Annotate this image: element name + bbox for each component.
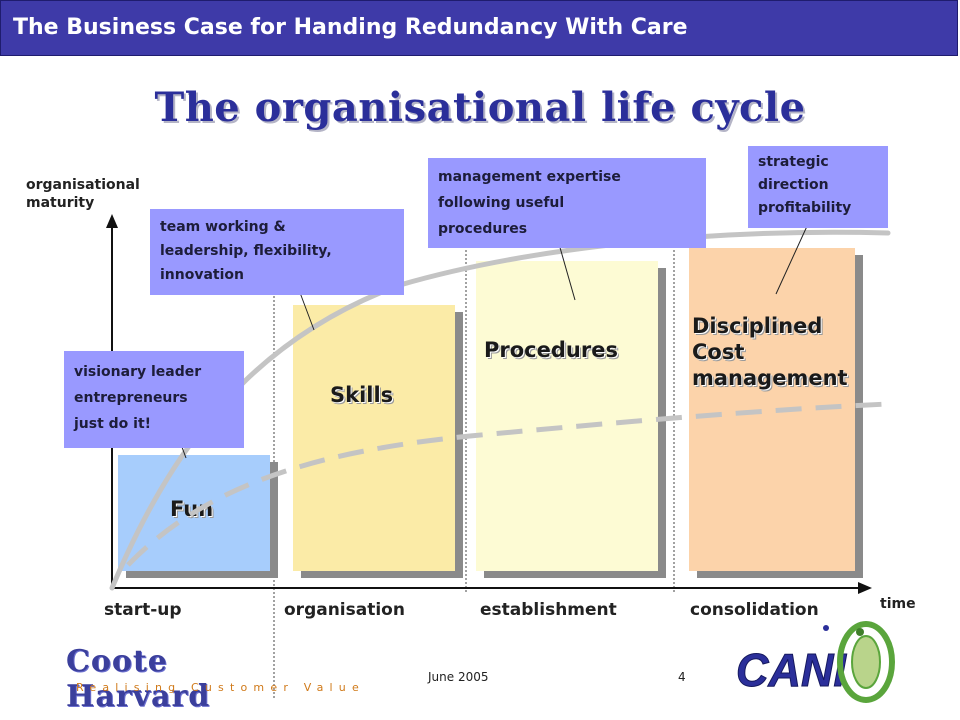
y-axis-label-line1: organisational [26, 177, 140, 193]
y-axis-arrow [106, 214, 118, 228]
box-label-fun-line: Fun [170, 497, 214, 521]
coote-harvard-logo-name: Coote Harvard [66, 644, 211, 714]
box-label-disciplined: Disciplined Cost management [692, 313, 848, 391]
stage-label-organisation: organisation [284, 600, 405, 620]
box-label-disciplined-line3: management [692, 366, 848, 390]
box-skills [293, 305, 455, 571]
callout-consolidation-line2: direction [758, 177, 829, 193]
callout-consolidation: strategic direction profitability [748, 146, 888, 228]
callout-consolidation-line1: strategic [758, 154, 829, 170]
box-label-skills: Skills [330, 382, 393, 408]
callout-consolidation-line3: profitability [758, 200, 852, 216]
coote-harvard-logo-tagline: Realising Customer Value [76, 681, 365, 694]
box-label-procedures-line: Procedures [484, 338, 618, 362]
callout-pointer-3 [558, 243, 576, 301]
y-axis-label-line2: maturity [26, 195, 95, 211]
callout-organisation: team working & leadership, flexibility, … [150, 209, 404, 295]
stage-label-establishment: establishment [480, 600, 617, 620]
cani-logo-mark: CANI [736, 621, 895, 703]
callout-organisation-line3: innovation [160, 267, 244, 283]
header-bar: The Business Case for Handing Redundancy… [0, 0, 958, 56]
callout-establishment: management expertise following useful pr… [428, 158, 706, 248]
callout-start-up-line1: visionary leader [74, 364, 202, 380]
callout-organisation-line1: team working & [160, 219, 286, 235]
svg-text:CANI: CANI [736, 644, 847, 696]
callout-establishment-line1: management expertise [438, 169, 621, 185]
callout-organisation-line2: leadership, flexibility, [160, 243, 332, 259]
box-label-disciplined-line1: Disciplined [692, 314, 823, 338]
box-label-procedures: Procedures [484, 337, 618, 363]
slide-title: The organisational life cycle [154, 84, 806, 131]
box-label-disciplined-line2: Cost [692, 340, 745, 364]
callout-establishment-line3: procedures [438, 221, 528, 237]
callout-start-up-line2: entrepreneurs [74, 390, 188, 406]
callout-pointer-4 [775, 223, 809, 295]
box-procedures [476, 261, 658, 571]
x-axis-arrow [858, 582, 872, 594]
header-title: The Business Case for Handing Redundancy… [13, 15, 688, 40]
stage-label-start-up: start-up [104, 600, 182, 620]
box-label-skills-line: Skills [330, 383, 394, 407]
callout-establishment-line2: following useful [438, 195, 565, 211]
y-axis-label: organisational maturity [26, 176, 140, 212]
x-axis-label: time [880, 596, 916, 612]
coote-harvard-logo: Coote Harvard Realising Customer Value [66, 644, 359, 714]
footer-date: June 2005 [428, 670, 489, 684]
callout-start-up-line3: just do it! [74, 416, 152, 432]
dashed-trend-line [126, 401, 889, 567]
box-label-fun: Fun [170, 496, 213, 522]
callout-start-up: visionary leader entrepreneurs just do i… [64, 351, 244, 448]
stage-label-consolidation: consolidation [690, 600, 819, 620]
page-number: 4 [678, 670, 686, 684]
